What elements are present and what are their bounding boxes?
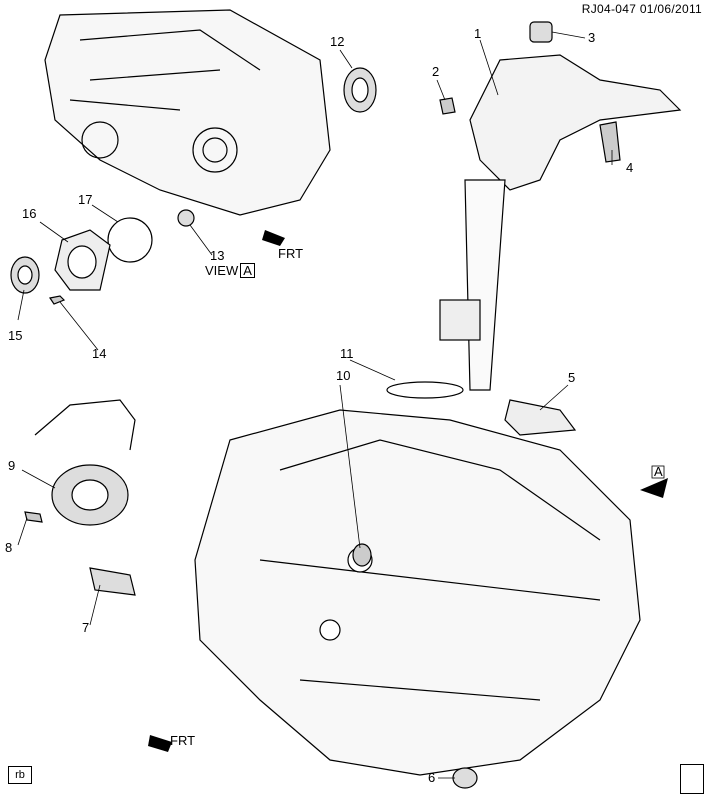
transmission-case [194, 409, 641, 776]
forward-arrow-bottom: FRT [148, 733, 195, 752]
callout-7: 7 [82, 620, 89, 635]
callout-12: 12 [330, 34, 344, 49]
plug-13 [177, 209, 195, 227]
publication-icon [680, 764, 704, 794]
o-ring-11 [386, 381, 464, 399]
view-text: VIEW [205, 263, 239, 278]
header: RJ04-047 01/06/2011 [582, 2, 702, 16]
callout-9: 9 [8, 458, 15, 473]
view-a-marker: A [640, 464, 668, 498]
callout-2: 2 [432, 64, 439, 79]
callout-8: 8 [5, 540, 12, 555]
bolt-14 [49, 295, 66, 305]
footer-tag: rb [8, 766, 32, 784]
diagram-date: 01/06/2011 [639, 2, 702, 16]
callout-16: 16 [22, 206, 36, 221]
hydraulic-line [34, 399, 136, 451]
callout-17: 17 [78, 192, 92, 207]
callout-13: 13 [210, 248, 224, 263]
forward-arrow-top: FRT [262, 230, 303, 261]
plug-6 [452, 767, 478, 789]
shift-rod [464, 179, 506, 391]
callout-14: 14 [92, 346, 106, 361]
cap-3 [529, 21, 553, 43]
callout-10: 10 [336, 368, 350, 383]
clip-2 [439, 97, 456, 115]
seal-10 [352, 543, 372, 567]
callout-6: 6 [428, 770, 435, 785]
callout-15: 15 [8, 328, 22, 343]
callout-5: 5 [568, 370, 575, 385]
callout-1: 1 [474, 26, 481, 41]
callout-11: 11 [340, 346, 354, 361]
sensor-7 [89, 567, 136, 596]
o-ring-17 [107, 217, 153, 263]
bolt-8 [24, 511, 43, 523]
svg-text:A: A [654, 464, 663, 479]
diagram-code: RJ04-047 [581, 2, 637, 16]
view-a-housing [44, 9, 331, 216]
shift-control-1 [469, 54, 682, 191]
svg-text:FRT: FRT [170, 733, 195, 748]
callout-4: 4 [626, 160, 633, 175]
svg-text:FRT: FRT [278, 246, 303, 261]
view-box-letter: A [240, 263, 255, 278]
callout-3: 3 [588, 30, 595, 45]
bolt-4 [599, 121, 621, 163]
switch-5 [504, 399, 577, 436]
